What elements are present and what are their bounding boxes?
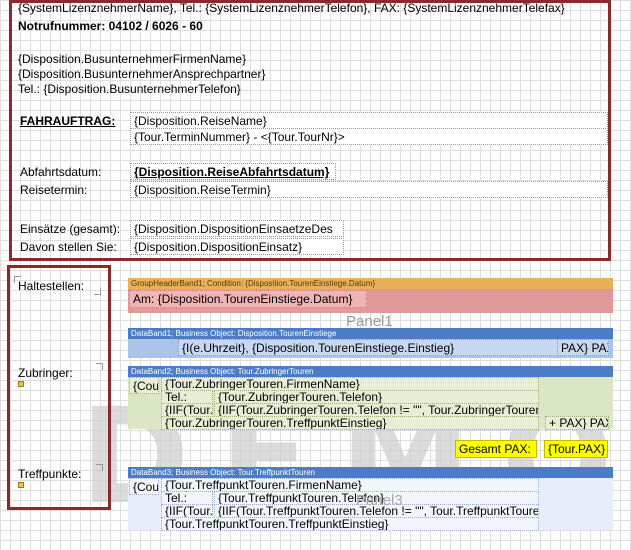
reisetermin-label[interactable]: Reisetermin: — [20, 183, 88, 197]
panel3-caption: Panel3 — [356, 492, 403, 509]
databand3-tel-label[interactable]: Tel.: — [161, 491, 213, 505]
corner-mark — [96, 363, 103, 370]
databand2-pax-field[interactable]: + PAX} PAX — [545, 416, 609, 430]
databand2-telefon-field[interactable]: {Tour.ZubringerTouren.Telefon} — [214, 390, 539, 404]
databand3-title[interactable]: DataBand3; Business Object: Tour.Treffpu… — [128, 467, 613, 478]
corner-mark — [14, 276, 21, 283]
notruf-text[interactable]: Notrufnummer: 04102 / 6026 - 60 — [18, 19, 203, 33]
zubringer-label[interactable]: Zubringer: — [18, 366, 73, 380]
corner-mark — [96, 464, 103, 471]
header-line1[interactable]: {SystemLizenznehmerName}, Tel.: {SystemL… — [18, 1, 565, 15]
einsaetze-label[interactable]: Einsätze (gesamt): — [20, 222, 121, 236]
databand1-pax-field[interactable]: PAX} PAX — [557, 339, 609, 356]
abfahrtsdatum-label[interactable]: Abfahrtsdatum: — [20, 165, 102, 179]
databand3-iif-short-field[interactable]: {IIF(Tour.T — [161, 504, 213, 518]
gesamt-pax-label[interactable]: Gesamt PAX: — [455, 440, 537, 458]
databand2-treffpunkt-field[interactable]: {Tour.ZubringerTouren.TreffpunktEinstieg… — [161, 416, 539, 430]
einsaetze-field[interactable]: {Disposition.DispositionEinsaetzeDes — [130, 220, 344, 237]
databand2-iif-short-field[interactable]: {IIF(Tour.Z — [161, 403, 213, 417]
gesamt-pax-value[interactable]: {Tour.PAX} — [544, 440, 608, 458]
treffpunkte-label[interactable]: Treffpunkte: — [18, 467, 82, 481]
databand3-treffpunkt-field[interactable]: {Tour.TreffpunktTouren.TreffpunktEinstie… — [161, 517, 539, 531]
corner-mark — [94, 288, 101, 295]
abfahrtsdatum-field[interactable]: {Disposition.ReiseAbfahrtsdatum} — [130, 163, 336, 180]
databand3-count-field[interactable]: {Cou — [129, 478, 159, 495]
databand3-firmenname-field[interactable]: {Tour.TreffpunktTouren.FirmenName} — [161, 478, 539, 492]
panel1-caption: Panel1 — [346, 313, 393, 330]
davon-label[interactable]: Davon stellen Sie: — [20, 240, 117, 254]
haltestellen-label[interactable]: Haltestellen: — [18, 279, 85, 293]
groupheader-datum-field[interactable]: Am: {Disposition.TourenEinstiege.Datum} — [129, 290, 367, 308]
reisename-field[interactable]: {Disposition.ReiseName} — [130, 112, 608, 129]
databand2-iif-long-field[interactable]: {IIF(Tour.ZubringerTouren.Telefon != "",… — [214, 403, 539, 417]
fahrauftrag-label[interactable]: FAHRAUFTRAG: — [20, 114, 116, 128]
databand1-title[interactable]: DataBand1; Business Object: Disposition.… — [128, 328, 613, 339]
databand2-tel-label[interactable]: Tel.: — [161, 390, 213, 404]
bu-ansprechpartner[interactable]: {Disposition.BusunternehmerAnsprechpartn… — [18, 67, 266, 81]
groupheader-band-title[interactable]: GroupHeaderBand1; Condition: {Dispositio… — [128, 278, 613, 289]
event-icon — [18, 381, 24, 387]
databand3-iif-long-field[interactable]: {IIF(Tour.TreffpunktTouren.Telefon != ""… — [214, 504, 539, 518]
bu-firmenname[interactable]: {Disposition.BusunternehmerFirmenName} — [18, 52, 247, 66]
bu-telefon[interactable]: Tel.: {Disposition.BusunternehmerTelefon… — [18, 82, 241, 96]
databand2-count-field[interactable]: {Cou — [129, 377, 159, 394]
databand2-title[interactable]: DataBand2; Business Object: Tour.Zubring… — [128, 366, 613, 377]
databand1-einstieg-field[interactable]: {I(e.Uhrzeit}, {Disposition.TourenEinsti… — [178, 339, 558, 356]
reisetermin-field[interactable]: {Disposition.ReiseTermin} — [130, 181, 608, 198]
terminnummer-field[interactable]: {Tour.TerminNummer} - <{Tour.TourNr}> — [130, 128, 608, 145]
databand2-firmenname-field[interactable]: {Tour.ZubringerTouren.FirmenName} — [161, 377, 539, 391]
event-icon — [18, 482, 24, 488]
davon-field[interactable]: {Disposition.DispositionEinsatz} — [130, 238, 344, 255]
